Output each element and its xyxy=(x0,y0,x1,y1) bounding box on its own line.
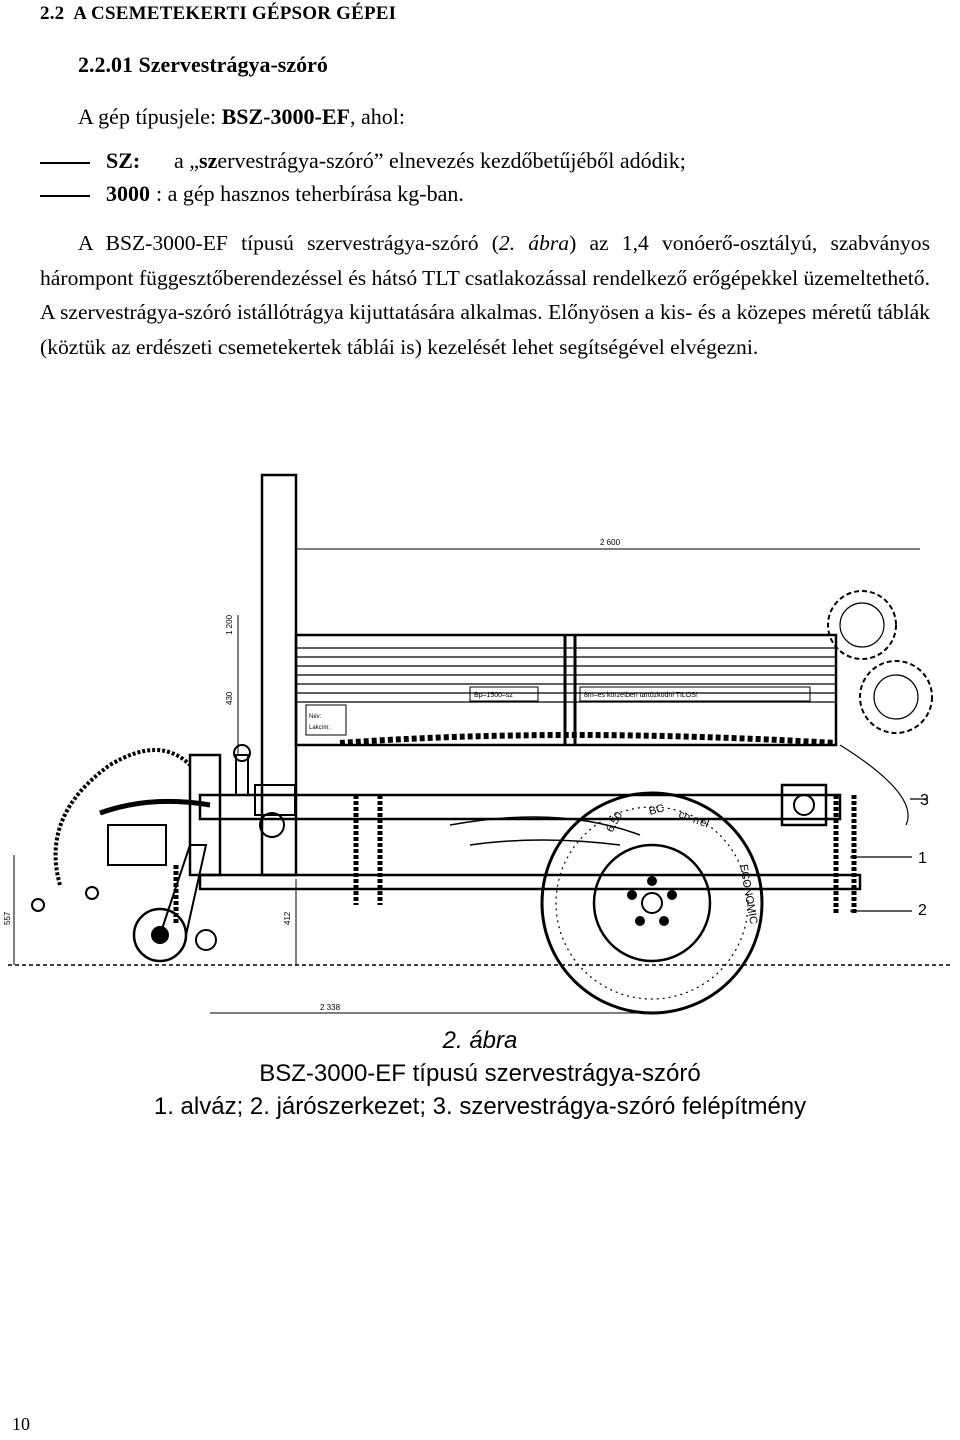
type-suffix: , ahol: xyxy=(349,104,405,129)
hitch-hoses xyxy=(31,748,211,912)
callout-3: 3 xyxy=(920,792,929,809)
spreader-discs xyxy=(827,590,933,826)
list-text: : a gép hasznos teherbírása kg-ban. xyxy=(156,181,464,206)
dim-length-label: 2 600 xyxy=(600,538,621,547)
list-term: 3000 xyxy=(106,181,150,206)
figure-reference: 2. ábra xyxy=(498,231,570,255)
list-text-bold: sz xyxy=(199,148,218,173)
section-heading: 2.2 A CSEMETEKERTI GÉPSOR GÉPEI xyxy=(40,3,396,25)
dash-bullet xyxy=(40,162,90,164)
figure-caption: 2. ábra BSZ-3000-EF típusú szervestrágya… xyxy=(0,1024,960,1123)
paragraph-part1: A BSZ-3000-EF típusú szervestrágya-szóró… xyxy=(78,231,499,255)
dim-ground-height-label: 412 xyxy=(283,911,292,925)
callout-2: 2 xyxy=(918,902,927,919)
type-prefix: A gép típusjele: xyxy=(78,104,222,129)
paragraph-part2: ) az 1,4 vonóerő-osztályú, szabványos há… xyxy=(40,231,931,359)
main-wheel xyxy=(540,791,764,1015)
dash-bullet xyxy=(40,195,90,197)
list-text-after: ervestrágya-szóró” elnevezés kezdőbetűjé… xyxy=(217,148,686,173)
subsection-title: 2.2.01 Szervestrágya-szóró xyxy=(78,52,328,77)
machine-drawing: 2 600 2 338 1 200 430 412 557 Bp–1500–sz… xyxy=(0,465,960,1025)
tire-brand-label: co-rrel xyxy=(677,809,710,831)
section-letter: A xyxy=(73,3,87,24)
chassis-frame xyxy=(188,744,862,915)
dimension-lines xyxy=(13,548,920,1014)
tire-make-label: ECONOMIC xyxy=(737,863,759,925)
dim-front-height-label: 557 xyxy=(3,911,12,925)
list-text: a „szervestrágya-szóró” elnevezés kezdőb… xyxy=(174,148,686,174)
type-line: A gép típusjele: BSZ-3000-EF, ahol: xyxy=(78,104,405,130)
plate-name-label: Név: xyxy=(309,714,322,720)
caption-legend: 1. alváz; 2. járószerkezet; 3. szervestr… xyxy=(153,1093,807,1120)
caption-figure-number: 2. ábra xyxy=(442,1027,518,1054)
tire-size-label: 6.50 xyxy=(604,810,625,835)
section-number: 2.2 xyxy=(40,3,65,24)
section-title: CSEMETEKERTI GÉPSOR GÉPEI xyxy=(91,3,397,24)
dim-side-height-label: 430 xyxy=(225,691,234,705)
body-paragraph: A BSZ-3000-EF típusú szervestrágya-szóró… xyxy=(40,226,930,364)
spreader-body xyxy=(294,633,838,747)
page-number: 10 xyxy=(12,1414,30,1434)
type-code: BSZ-3000-EF xyxy=(221,104,350,129)
callout-leaders xyxy=(850,798,928,912)
drawing-labels: 2 600 2 338 1 200 430 412 557 Bp–1500–sz… xyxy=(3,538,929,1012)
dim-wheelbase-label: 2 338 xyxy=(320,1003,341,1012)
plate-model-label: Bp–1500–sz xyxy=(474,692,513,699)
plate-address-label: Lakcím: xyxy=(309,725,330,731)
dim-height-top-label: 1 200 xyxy=(225,614,234,635)
callout-1: 1 xyxy=(918,850,927,867)
jockey-wheel xyxy=(132,844,217,963)
list-term: SZ: xyxy=(106,148,141,173)
tire-code-label: BC xyxy=(648,802,666,818)
list-text-before: a „ xyxy=(174,148,200,173)
caption-title: BSZ-3000-EF típusú szervestrágya-szóró xyxy=(259,1060,701,1087)
spreader-illustration: 2 600 2 338 1 200 430 412 557 Bp–1500–sz… xyxy=(3,473,950,1015)
plate-warning-label: 8m–es körzetben tartózkodni TILOS! xyxy=(584,692,698,699)
